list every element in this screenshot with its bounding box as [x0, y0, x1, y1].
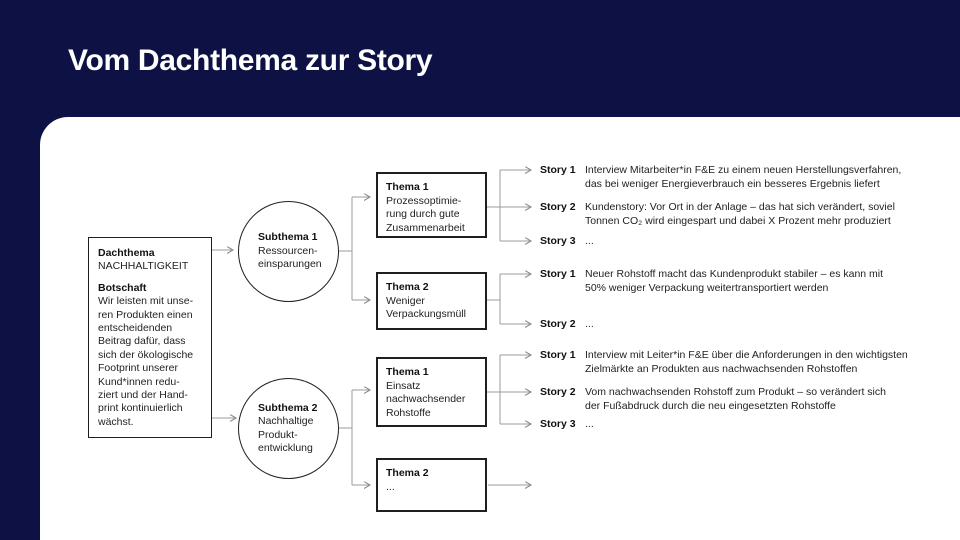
story-label: Story 2 [540, 318, 576, 330]
thema-2-label: Thema 2 [386, 281, 429, 293]
story-row: Story 1 Interview Mitarbeiter*in F&E zu … [540, 163, 901, 191]
story-text: Neuer Rohstoff macht das Kundenprodukt s… [585, 268, 884, 294]
story-label: Story 1 [540, 164, 576, 176]
thema-1-label: Thema 1 [386, 181, 429, 193]
story-label: Story 3 [540, 235, 576, 247]
story-label: Story 2 [540, 201, 576, 213]
subthema-2-circle: Subthema 2 Nachhaltige Produkt- entwickl… [238, 378, 339, 479]
story-row: Story 3 ... [540, 234, 594, 248]
thema-4-label: Thema 2 [386, 467, 429, 479]
story-text: ... [585, 235, 594, 247]
thema-2-box: Thema 2 Weniger Verpackungsmüll [376, 272, 487, 330]
story-text: ... [585, 418, 594, 430]
dachthema-name: NACHHALTIGKEIT [98, 260, 189, 273]
subthema-1-circle: Subthema 1 Ressourcen- einsparungen [238, 201, 339, 302]
thema-2-text: Weniger Verpackungsmüll [386, 294, 466, 321]
botschaft-text: Wir leisten mit unse- ren Produkten eine… [98, 295, 194, 428]
thema-1-text: Prozessoptimie- rung durch gute Zusammen… [386, 194, 465, 234]
thema-3-text: Einsatz nachwachsender Rohstoffe [386, 379, 466, 419]
story-row: Story 1 Interview mit Leiter*in F&E über… [540, 348, 908, 376]
dachthema-label: Dachthema [98, 247, 155, 259]
subthema-1-label: Subthema 1 [258, 231, 318, 244]
thema-4-text: ... [386, 480, 395, 493]
story-text: Interview Mitarbeiter*in F&E zu einem ne… [585, 164, 902, 190]
story-text: Kundenstory: Vor Ort in der Anlage – das… [585, 201, 895, 227]
subthema-1-text: Ressourcen- einsparungen [258, 244, 322, 271]
thema-3-label: Thema 1 [386, 366, 429, 378]
dachthema-box: Dachthema NACHHALTIGKEIT Botschaft Wir l… [88, 237, 212, 438]
story-row: Story 3 ... [540, 417, 594, 431]
thema-3-box: Thema 1 Einsatz nachwachsender Rohstoffe [376, 357, 487, 427]
story-label: Story 2 [540, 386, 576, 398]
subthema-2-text: Nachhaltige Produkt- entwicklung [258, 415, 314, 454]
story-text: Vom nachwachsenden Rohstoff zum Produkt … [585, 386, 886, 412]
story-label: Story 1 [540, 349, 576, 361]
story-row: Story 2 Vom nachwachsenden Rohstoff zum … [540, 385, 886, 413]
subthema-2-label: Subthema 2 [258, 401, 318, 414]
story-text: Interview mit Leiter*in F&E über die Anf… [585, 349, 908, 375]
story-label: Story 1 [540, 268, 576, 280]
thema-4-box: Thema 2 ... [376, 458, 487, 512]
page-title: Vom Dachthema zur Story [68, 44, 433, 77]
story-label: Story 3 [540, 418, 576, 430]
thema-1-box: Thema 1 Prozessoptimie- rung durch gute … [376, 172, 487, 238]
story-text: ... [585, 318, 594, 330]
story-row: Story 1 Neuer Rohstoff macht das Kundenp… [540, 267, 883, 295]
story-row: Story 2 ... [540, 317, 594, 331]
story-row: Story 2 Kundenstory: Vor Ort in der Anla… [540, 200, 895, 228]
botschaft-label: Botschaft [98, 281, 147, 294]
